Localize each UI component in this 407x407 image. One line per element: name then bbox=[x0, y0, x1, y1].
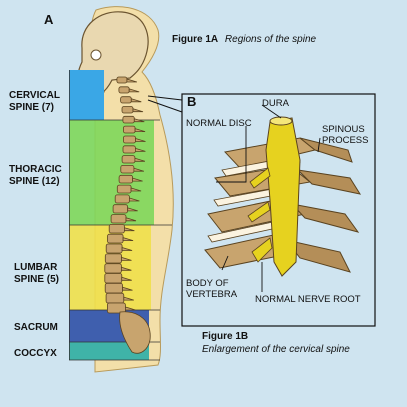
eye-socket bbox=[90, 49, 102, 61]
spinous-process bbox=[130, 187, 142, 192]
spinous-process bbox=[133, 167, 145, 172]
label-thoracic-spine: THORACIC SPINE (12) bbox=[9, 164, 62, 187]
vertebra bbox=[122, 145, 136, 154]
vertebra bbox=[104, 263, 122, 274]
spinous-process bbox=[134, 157, 146, 162]
label-body-of-vertebra: BODY OF VERTEBRA bbox=[186, 278, 238, 300]
label-spinous-process: SPINOUS PROCESS bbox=[322, 124, 369, 146]
vertebra bbox=[104, 253, 123, 264]
vertebra bbox=[104, 273, 123, 284]
vertebra bbox=[112, 204, 128, 214]
spinous-process bbox=[126, 78, 138, 83]
label-normal-disc: NORMAL DISC bbox=[186, 118, 252, 129]
label-dura: DURA bbox=[262, 98, 289, 109]
panel-b-letter: B bbox=[187, 94, 197, 109]
spinous-process bbox=[122, 286, 133, 291]
vertebra bbox=[120, 164, 135, 174]
panel-a-letter: A bbox=[44, 12, 54, 27]
figure-1b-text: Enlargement of the cervical spine bbox=[202, 344, 350, 355]
label-cervical-spine: CERVICAL SPINE (7) bbox=[9, 90, 60, 113]
vertebra bbox=[123, 125, 136, 134]
vertebra bbox=[116, 184, 132, 194]
figure-1b-caption: Figure 1B Enlargement of the cervical sp… bbox=[202, 330, 350, 356]
spinous-process bbox=[130, 98, 142, 103]
spinous-process bbox=[125, 306, 136, 311]
label-normal-nerve-root: NORMAL NERVE ROOT bbox=[255, 294, 361, 305]
vertebra bbox=[105, 292, 125, 304]
nerve-roots bbox=[247, 167, 273, 263]
spinous-process bbox=[123, 296, 134, 301]
spinous-process bbox=[121, 256, 132, 261]
vertebra bbox=[118, 174, 133, 184]
vertebra bbox=[121, 106, 134, 114]
spinous-process bbox=[134, 128, 146, 132]
spinous-process bbox=[121, 276, 132, 281]
spinous-process bbox=[128, 88, 140, 93]
spinous-process bbox=[133, 118, 145, 123]
figure-1a-label: Figure 1A bbox=[172, 34, 219, 45]
spinous-process bbox=[132, 108, 144, 113]
spinous-process bbox=[121, 266, 132, 271]
vertebra bbox=[123, 135, 136, 144]
vertebra bbox=[108, 223, 125, 234]
figure-1a-text: Regions of the spine bbox=[224, 34, 317, 45]
vertebra bbox=[110, 214, 127, 224]
figure-1a-caption: Figure 1A Regions of the spine bbox=[172, 34, 316, 45]
label-lumbar-spine: LUMBAR SPINE (5) bbox=[14, 262, 60, 285]
vertebra bbox=[118, 86, 130, 94]
vertebra bbox=[105, 243, 123, 254]
region-band-cervical bbox=[69, 70, 104, 120]
region-band-thoracic bbox=[69, 120, 154, 225]
vertebra bbox=[107, 233, 124, 244]
spinous-process bbox=[121, 246, 133, 251]
spinous-process bbox=[135, 147, 146, 152]
vertebra bbox=[122, 115, 135, 124]
spinous-process bbox=[127, 207, 138, 212]
spinous-process bbox=[124, 227, 135, 232]
spinous-process bbox=[135, 137, 146, 142]
sacrum-bone bbox=[119, 311, 151, 354]
spinous-process bbox=[125, 217, 137, 222]
label-sacrum: SACRUM bbox=[14, 322, 58, 333]
vertebra bbox=[121, 155, 136, 164]
vertebra bbox=[114, 194, 130, 204]
spinous-process bbox=[122, 237, 134, 241]
label-coccyx: COCCYX bbox=[14, 348, 57, 359]
vertebra bbox=[104, 282, 123, 294]
spinous-process bbox=[129, 197, 140, 202]
figure-1b-label: Figure 1B bbox=[202, 331, 249, 342]
vertebra bbox=[116, 76, 128, 84]
spinous-process bbox=[132, 177, 143, 182]
vertebral-column bbox=[104, 76, 146, 314]
vertebra bbox=[120, 96, 132, 104]
